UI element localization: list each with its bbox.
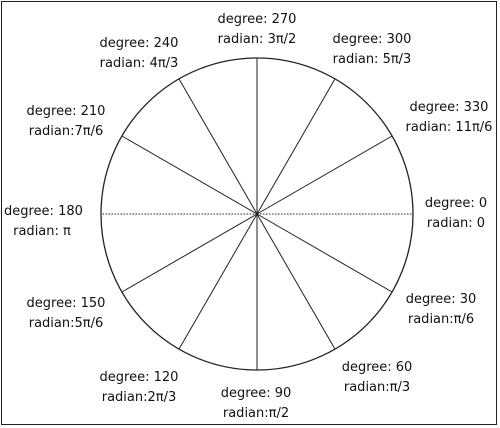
degree-text-60: degree: 60	[341, 360, 413, 375]
angle-label-150: degree: 150 radian:5π/6	[23, 294, 109, 334]
radius-line-30	[256, 213, 393, 293]
radius-line-330	[256, 135, 393, 215]
degree-text-270: degree: 270	[217, 12, 297, 27]
radian-text-210: radian:7π/6	[28, 124, 104, 139]
radius-line-210	[121, 135, 258, 215]
radian-text-150: radian:5π/6	[28, 316, 104, 331]
degree-text-30: degree: 30	[405, 292, 477, 307]
degree-text-150: degree: 150	[26, 296, 106, 311]
radian-text-300: radian: 5π/3	[332, 52, 412, 67]
degree-text-210: degree: 210	[26, 104, 106, 119]
degree-text-90: degree: 90	[220, 386, 292, 401]
angle-label-120: degree: 120 radian:2π/3	[96, 368, 182, 408]
radian-text-60: radian:π/3	[343, 380, 411, 395]
radian-text-0: radian: 0	[426, 216, 486, 231]
degree-text-180: degree: 180	[4, 204, 83, 219]
radius-line-120	[178, 213, 258, 350]
degree-text-0: degree: 0	[424, 196, 488, 211]
angle-label-330: degree: 330 radian: 11π/6	[404, 98, 494, 138]
radius-lines	[101, 58, 413, 370]
angle-label-300: degree: 300 radian: 5π/3	[329, 30, 415, 70]
angle-label-210: degree: 210 radian:7π/6	[23, 102, 109, 142]
radian-text-180: radian: π	[13, 224, 71, 239]
angle-label-30: degree: 30 radian:π/6	[398, 290, 484, 330]
radius-line-300	[256, 78, 336, 215]
degree-text-240: degree: 240	[99, 36, 179, 51]
angle-label-180: degree: 180 radian: π	[4, 202, 83, 242]
degree-text-300: degree: 300	[332, 32, 412, 47]
degree-text-330: degree: 330	[409, 100, 489, 115]
radian-text-270: radian: 3π/2	[217, 32, 297, 47]
angle-label-90: degree: 90 radian:π/2	[212, 384, 300, 424]
angle-label-0: degree: 0 radian: 0	[420, 194, 492, 234]
angle-label-60: degree: 60 radian:π/3	[334, 358, 420, 398]
radian-text-120: radian:2π/3	[101, 390, 177, 405]
degree-text-120: degree: 120	[99, 370, 179, 385]
radian-text-240: radian: 4π/3	[99, 56, 179, 71]
radian-text-330: radian: 11π/6	[405, 120, 493, 135]
radian-text-30: radian:π/6	[407, 312, 475, 327]
radius-line-150	[121, 213, 258, 293]
radius-line-60	[256, 213, 336, 350]
radius-line-240	[178, 78, 258, 215]
angle-label-270: degree: 270 radian: 3π/2	[214, 10, 300, 50]
radian-text-90: radian:π/2	[222, 406, 290, 421]
angle-label-240: degree: 240 radian: 4π/3	[96, 34, 182, 74]
